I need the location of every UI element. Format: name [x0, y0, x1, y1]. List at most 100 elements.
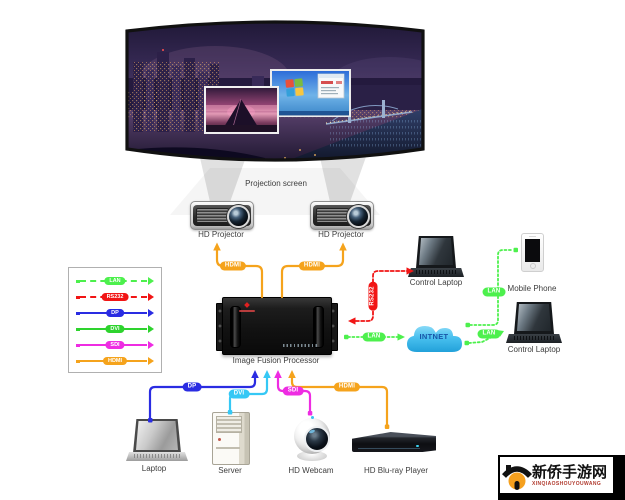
legend-row-dvi: DVI: [76, 325, 154, 333]
windows-desktop-inset: [270, 69, 351, 117]
projector-lens: [347, 205, 370, 228]
laptop-keyboard-base: [126, 452, 188, 461]
legend-row-dp: DP: [76, 309, 154, 317]
desktop-window-panel: [317, 73, 345, 99]
projector-vent-grille: [316, 208, 349, 223]
legend-pill: LAN: [104, 277, 126, 285]
hd-bluray-player: [352, 428, 438, 458]
legend-dot: [76, 327, 80, 331]
legend-dot: [76, 295, 80, 299]
pill-hdmi-left: HDMI: [219, 261, 247, 271]
hd-webcam: [291, 416, 333, 463]
laptop-display: [517, 304, 551, 331]
processor-brand-logo: [244, 302, 250, 308]
bluray-body: [352, 432, 436, 452]
pill-dvi: DVI: [228, 389, 250, 399]
control-laptop-bottom-label: Control Laptop: [507, 345, 561, 354]
legend-arrowhead: [148, 357, 154, 365]
legend-row-lan: LAN: [76, 277, 154, 285]
legend-pill: SDI: [105, 341, 125, 349]
curved-projection-screen: [125, 20, 425, 162]
laptop-screen: [133, 419, 181, 453]
hd-projector-right: [310, 201, 374, 230]
processor-label: Image Fusion Processor: [232, 356, 320, 365]
cloud-shape: [404, 323, 465, 354]
server-label: Server: [218, 466, 242, 475]
laptop-keyboard-base: [408, 268, 464, 277]
mobile-phone-label: Mobile Phone: [507, 284, 557, 293]
windows-logo: [285, 78, 304, 97]
server-tower: [212, 412, 250, 465]
webcam-base: [297, 451, 327, 461]
bluray-front-strip: [358, 448, 420, 449]
projector-front-panel: [313, 205, 371, 228]
pill-hdmi-bottom: HDMI: [333, 382, 361, 392]
legend-dot: [76, 343, 80, 347]
webcam-label: HD Webcam: [288, 466, 334, 475]
hd-projector-left: [190, 201, 254, 230]
pyramid-photo-inset: [204, 86, 279, 134]
laptop-keyboard-base: [506, 334, 562, 343]
legend-pill: DVI: [105, 325, 125, 333]
server-slot: [216, 447, 240, 449]
image-fusion-processor: [222, 297, 332, 355]
pill-sdi: SDI: [282, 386, 304, 396]
projector-vent-grille: [196, 208, 229, 223]
site-watermark: 新侨手游网 XINQIAOSHOUYOUWANG: [498, 455, 625, 500]
laptop: [126, 419, 188, 463]
pill-lan-cloud: LAN: [362, 332, 386, 342]
mobile-phone: [521, 233, 544, 272]
cloud-label: INTNET: [419, 332, 449, 341]
legend-row-sdi: SDI: [76, 341, 154, 349]
internet-cloud: INTNET: [402, 311, 466, 361]
control-laptop-top-label: Control Laptop: [409, 278, 463, 287]
pill-rs232: RS232: [368, 281, 378, 311]
pill-hdmi-right: HDMI: [298, 261, 326, 271]
laptop-label: Laptop: [141, 464, 167, 473]
control-laptop-top: [408, 236, 464, 278]
legend-box: LAN RS232 DP DVI SDI HDMI: [68, 267, 162, 373]
processor-brand-text: [239, 310, 255, 312]
legend-row-rs232: RS232: [76, 293, 154, 301]
legend-arrowhead: [148, 325, 154, 333]
server-drive-bays: [216, 416, 242, 433]
laptop-screen: [514, 302, 554, 334]
pill-lan-laptop: LAN: [477, 329, 501, 339]
pill-lan-phone: LAN: [482, 287, 506, 297]
phone-home-button: [530, 263, 536, 269]
projection-screen-label: Projection screen: [245, 179, 307, 188]
watermark-title: 新侨手游网: [532, 463, 608, 481]
webcam-body: [294, 418, 330, 454]
projector-lens: [227, 205, 250, 228]
hd-projector-right-label: HD Projector: [318, 230, 364, 239]
legend-dot: [76, 279, 80, 283]
legend-pill: DP: [106, 309, 124, 317]
legend-arrowhead: [148, 293, 154, 301]
projector-front-panel: [193, 205, 251, 228]
rack-handle-left: [230, 306, 241, 348]
house-logo-icon: [502, 465, 532, 490]
hd-projector-left-label: HD Projector: [198, 230, 244, 239]
server-power-button: [218, 438, 221, 441]
legend-arrowhead: [148, 341, 154, 349]
legend-row-hdmi: HDMI: [76, 357, 154, 365]
rack-handle-right: [313, 306, 324, 348]
processor-indicator-leds: [283, 344, 317, 347]
legend-pill: RS232: [101, 293, 129, 301]
legend-dot: [76, 359, 80, 363]
legend-arrowhead: [148, 309, 154, 317]
laptop-display: [136, 421, 178, 450]
pill-dp: DP: [182, 382, 202, 392]
legend-pill: HDMI: [102, 357, 128, 365]
laptop-screen: [416, 236, 456, 268]
phone-screen: [525, 239, 540, 262]
laptop-display: [419, 238, 453, 265]
phone-speaker: [529, 236, 536, 237]
webcam-led: [311, 416, 314, 419]
legend-arrowhead: [148, 277, 154, 285]
bluray-label: HD Blu-ray Player: [363, 466, 428, 475]
webcam-lens: [304, 426, 330, 452]
watermark-subtitle: XINQIAOSHOUYOUWANG: [532, 480, 602, 487]
